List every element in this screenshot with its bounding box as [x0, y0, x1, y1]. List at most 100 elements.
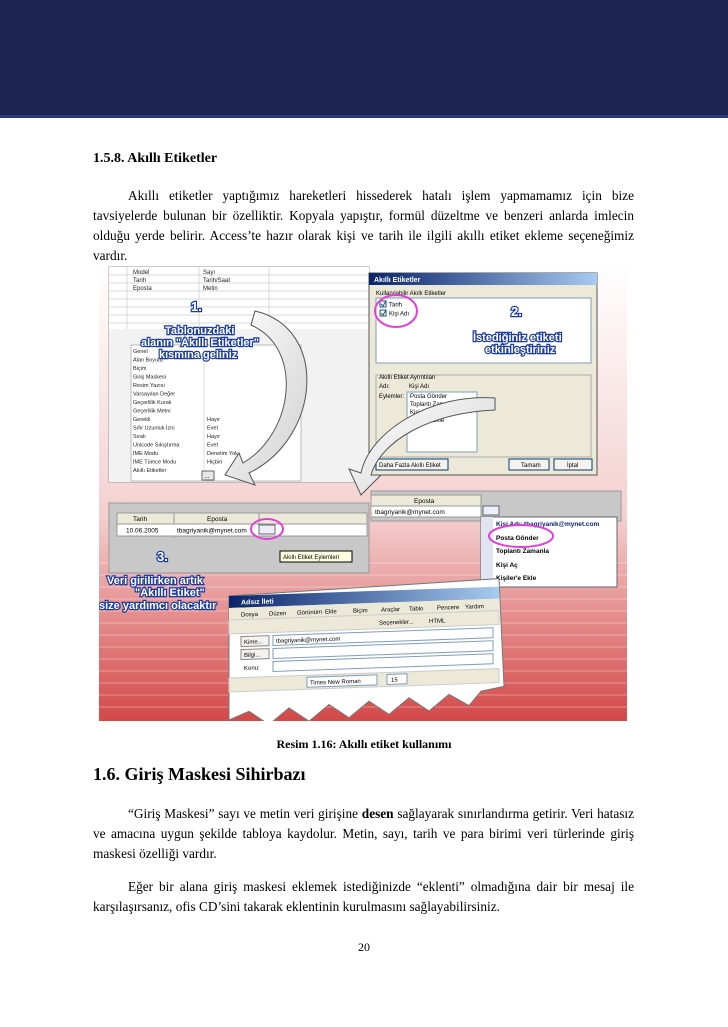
property-value[interactable]: Hiçbiri: [207, 460, 222, 466]
property-value[interactable]: Evet: [207, 443, 218, 449]
property-value[interactable]: Denetim Yok: [207, 451, 238, 457]
name-label: Adı:: [379, 384, 390, 390]
page-number: 20: [358, 940, 370, 954]
mail-menu-item[interactable]: Dosya: [241, 612, 259, 619]
property-label: Biçim: [133, 366, 147, 372]
next-section-paragraph-1: “Giriş Maskesi” sayı ve metin veri giriş…: [93, 806, 634, 861]
mail-title: Adsız İleti: [241, 597, 274, 606]
svg-text:Times New Roman: Times New Roman: [310, 679, 361, 687]
to-button[interactable]: [240, 635, 270, 648]
svg-text:...: ...: [205, 474, 210, 480]
smart-tag-button[interactable]: [258, 524, 276, 535]
mail-options[interactable]: Seçenekler...: [379, 620, 414, 627]
svg-text:tbagriyanik@mynet.com: tbagriyanik@mynet.com: [276, 637, 340, 645]
svg-text:Daha Fazla Akıllı Etiket: Daha Fazla Akıllı Etiket: [379, 463, 441, 469]
subject-label: Konu:: [244, 665, 260, 672]
table-design-window: Model Sayı Tarih Tarih/Saat Eposta Metin…: [108, 266, 370, 483]
cancel-button[interactable]: [553, 458, 593, 471]
mail-menu-item[interactable]: Biçim: [353, 608, 368, 615]
svg-text:kısmına geliniz: kısmına geliniz: [159, 349, 238, 361]
smart-tag-button-2[interactable]: [482, 505, 500, 516]
svg-text:Bilgi...: Bilgi...: [244, 652, 261, 659]
property-label: Sıralı: [133, 434, 146, 440]
field-name-1: Tarih: [133, 278, 146, 284]
menu-item-kisilere-ekle[interactable]: Kişiler'e Ekle: [496, 575, 537, 582]
grid2-cell-email[interactable]: tbagriyanik@mynet.com: [375, 509, 445, 516]
smart-tag-list[interactable]: [375, 297, 592, 364]
menu-item-kisi-adi[interactable]: Kişi Adı: tbagriyanik@mynet.com: [496, 521, 599, 528]
figure-illustration: Model Sayı Tarih Tarih/Saat Eposta Metin…: [99, 263, 627, 721]
datasheet-grid: Tarih Eposta 10.06.2005 tbagriyanik@myne…: [108, 502, 370, 574]
ellipsis-button[interactable]: [201, 470, 215, 481]
menu-item-toplanti[interactable]: Toplantı Zamanla: [496, 548, 549, 555]
mail-menu-item[interactable]: Pencere: [437, 605, 460, 612]
dialog-titlebar: [369, 273, 597, 285]
property-label: Unicode Sıkıştırma: [133, 443, 180, 449]
details-label: Akıllı Etiket Ayrıntıları: [379, 375, 436, 381]
property-label: Giriş Maskesi: [133, 375, 166, 381]
mail-menu-item[interactable]: Araçlar: [381, 607, 400, 614]
menu-item-kisi-ac[interactable]: Kişi Aç: [496, 562, 518, 569]
property-label: Gerekli: [133, 417, 150, 423]
datasheet-grid-2: Eposta tbagriyanik@mynet.com: [370, 490, 622, 522]
cc-button[interactable]: [240, 648, 270, 661]
grid-cell-date: 10.06.2005: [126, 528, 159, 535]
arrow-dialog-to-grid: [348, 397, 496, 496]
mail-menu-item[interactable]: Düzen: [269, 611, 286, 618]
property-label: IME Modu: [133, 451, 158, 457]
cc-field[interactable]: [272, 640, 494, 659]
property-value[interactable]: Evet: [207, 426, 218, 432]
property-value[interactable]: Hayır: [207, 434, 220, 440]
next-section-paragraph-2: Eğer bir alana giriş maskesi eklemek ist…: [93, 879, 634, 914]
name-value: Kişi Adı: [409, 384, 429, 390]
property-label: Genel: [133, 349, 148, 355]
menu-item-posta-gonder[interactable]: Posta Gönder: [496, 535, 539, 542]
mail-menu-item[interactable]: Tablo: [409, 606, 424, 613]
ok-button[interactable]: [508, 458, 550, 471]
field-type-2: Metin: [203, 286, 218, 292]
checkbox-tarih[interactable]: [379, 300, 387, 308]
callout-step1: 1. Tablonuzdaki alanın "Akıllı Etiketler…: [140, 298, 260, 362]
highlight-smart-tag: [250, 518, 284, 540]
to-field[interactable]: [272, 627, 494, 646]
svg-text:2.: 2.: [511, 304, 522, 319]
smart-tag-tooltip: [279, 550, 353, 563]
property-label: Alan Boyutu: [133, 358, 163, 364]
actions-label: Eylemler:: [379, 394, 404, 400]
svg-text:İstediğiniz etiketi: İstediğiniz etiketi: [473, 331, 562, 344]
section-title: 1.5.8. Akıllı Etiketler: [93, 151, 218, 166]
figure-caption: Resim 1.16: Akıllı etiket kullanımı: [276, 737, 452, 751]
checkbox-kisi-adi[interactable]: [379, 309, 387, 317]
mail-menu-item[interactable]: Ekle: [325, 609, 337, 615]
svg-text:"Akıllı Etiket": "Akıllı Etiket": [135, 587, 205, 599]
grid2-col-eposta: Eposta: [414, 498, 435, 505]
highlight-options: [374, 294, 418, 328]
mail-format[interactable]: HTML: [429, 618, 446, 625]
figure: Model Sayı Tarih Tarih/Saat Eposta Metin…: [99, 263, 627, 721]
dialog-list-label: Kullanılabilir Akıllı Etiketler: [376, 291, 446, 297]
svg-text:15: 15: [391, 678, 398, 684]
next-section-title: 1.6. Giriş Maskesi Sihirbazı: [93, 764, 306, 784]
mail-menu-item[interactable]: Yardım: [465, 604, 484, 611]
field-name-0: Model: [133, 270, 149, 276]
svg-text:size yardımcı olacaktır: size yardımcı olacaktır: [99, 600, 217, 612]
smart-tag-menu: Kişi Adı: tbagriyanik@mynet.com Posta Gö…: [480, 516, 618, 588]
action-1: Toplantı Zamanla: [410, 402, 457, 408]
callout-step3: 3. Veri girilirken artık "Akıllı Etiket"…: [99, 548, 218, 613]
subject-field[interactable]: [272, 653, 494, 672]
arrow-step1-to-dialog: [224, 310, 308, 486]
property-label: Varsayılan Değer: [133, 392, 175, 398]
size-select[interactable]: [386, 673, 408, 685]
mail-menu-item[interactable]: Görünüm: [297, 610, 322, 617]
svg-text:3.: 3.: [157, 549, 168, 564]
header-band: [0, 0, 728, 115]
more-tags-button[interactable]: [375, 458, 449, 471]
property-label: Geçerlilik Metni: [133, 409, 171, 415]
svg-text:Akıllı Etiket Eylemleri: Akıllı Etiket Eylemleri: [283, 555, 339, 561]
highlight-posta-gonder: [488, 524, 554, 548]
grid-cell-email[interactable]: tbagriyanik@mynet.com: [177, 528, 247, 535]
property-value[interactable]: Hayır: [207, 417, 220, 423]
font-select[interactable]: [306, 674, 378, 688]
